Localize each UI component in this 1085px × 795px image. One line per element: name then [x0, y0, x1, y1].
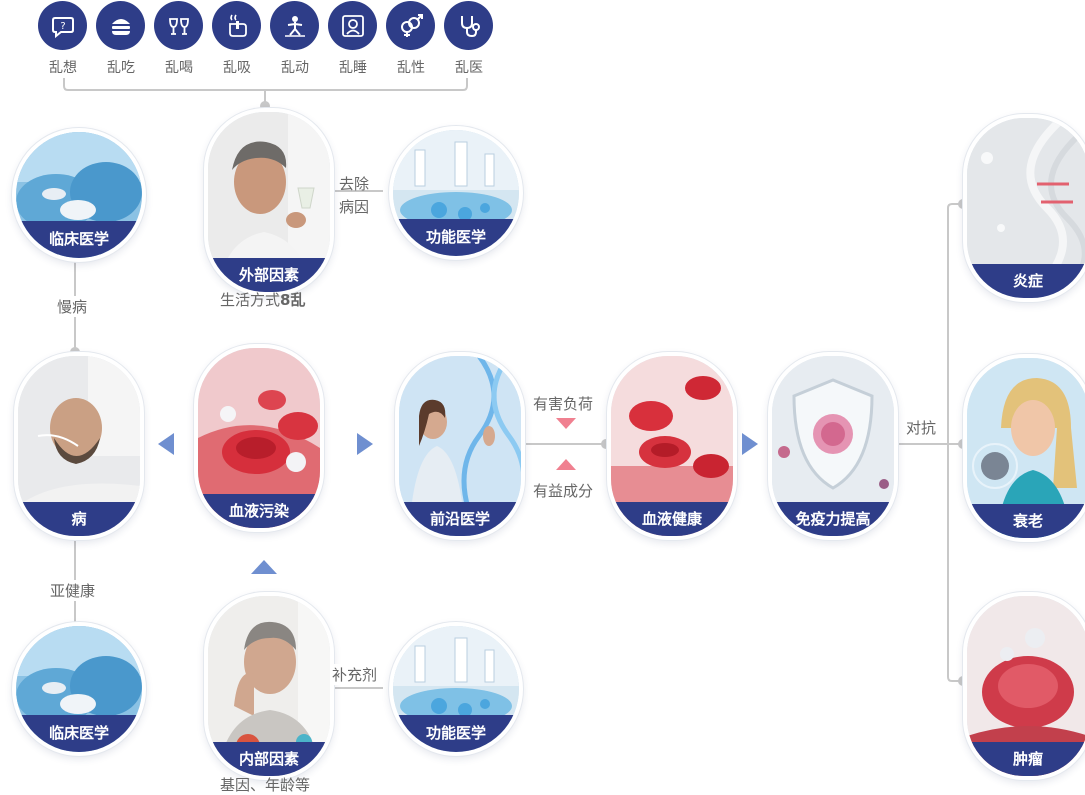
tumor-node: 肿瘤: [963, 592, 1085, 780]
down-arrow-icon: [556, 418, 576, 429]
subhealth-text: 亚健康: [50, 580, 96, 601]
lifestyle-item: 乱睡: [328, 1, 378, 77]
remove-cause-text: 去除病因: [339, 173, 369, 219]
supplement-text: 补充剂: [332, 664, 378, 685]
svg-text:?: ?: [60, 21, 65, 32]
frontier-medicine-node: 前沿医学: [395, 352, 525, 540]
immunity-node: 免疫力提高: [768, 352, 898, 540]
eight-chaos-caption: 8乱: [280, 291, 306, 309]
chronic-disease-text: 慢病: [57, 296, 88, 317]
blood-pollution-node: 血液污染: [194, 344, 324, 532]
blood-health-label: 血液健康: [611, 502, 733, 536]
clinical-medicine-top-node: 临床医学: [12, 128, 146, 262]
internal-factors-node: 内部因素: [204, 592, 334, 780]
lifestyle-label: 乱想: [49, 60, 77, 76]
blood-health-node: 血液健康: [607, 352, 737, 540]
lifestyle-item: 乱性: [386, 1, 436, 77]
lifestyle-item: 乱动: [270, 1, 320, 77]
immunity-label: 免疫力提高: [772, 502, 894, 536]
functional-medicine-bottom-label: 功能医学: [393, 715, 519, 752]
harmful-load-text: 有害负荷: [533, 395, 594, 413]
remove-cause-line-2: 病因: [339, 198, 370, 216]
functional-medicine-top-node: 功能医学: [389, 126, 523, 260]
stethoscope-icon: [444, 1, 493, 50]
lifestyle-item: 乱喝: [154, 1, 204, 77]
wine-glasses-icon: [154, 1, 203, 50]
exercise-icon: [270, 1, 319, 50]
up-arrow-icon: [556, 459, 576, 470]
aging-node: 衰老: [963, 354, 1085, 542]
lifestyle-label: 乱吃: [107, 60, 135, 76]
beneficial-ingredients-text: 有益成分: [533, 482, 594, 500]
lifestyle-label: 乱吸: [223, 60, 251, 76]
functional-medicine-top-label: 功能医学: [393, 219, 519, 256]
thought-bubble-icon: ?: [38, 1, 87, 50]
disease-node: 病: [14, 352, 144, 540]
right-arrow-icon: [742, 433, 758, 455]
lifestyle-item: 乱医: [444, 1, 494, 77]
functional-medicine-bottom-node: 功能医学: [389, 622, 523, 756]
lifestyle-label: 乱喝: [165, 60, 193, 76]
lifestyle-item: 乱吃: [96, 1, 146, 77]
left-arrow-icon: [158, 433, 174, 455]
clinical-medicine-top-label: 临床医学: [16, 221, 142, 258]
disease-label: 病: [18, 502, 140, 536]
smoking-icon: [212, 1, 261, 50]
right-arrow-icon: [357, 433, 373, 455]
gender-icon: [386, 1, 435, 50]
internal-factors-label: 内部因素: [208, 742, 330, 776]
inflammation-label: 炎症: [967, 264, 1085, 298]
internal-factors-caption: 基因、年龄等: [220, 776, 311, 794]
tumor-label: 肿瘤: [967, 742, 1085, 776]
remove-cause-line-1: 去除: [339, 175, 370, 193]
external-factors-label: 外部因素: [208, 258, 330, 292]
lifestyle-label: 乱医: [455, 60, 483, 76]
lifestyle-label: 乱性: [397, 60, 425, 76]
lifestyle-item: 乱吸: [212, 1, 262, 77]
inflammation-node: 炎症: [963, 114, 1085, 302]
lifestyle-label: 乱动: [281, 60, 309, 76]
external-factors-caption: 生活方式8乱: [220, 289, 305, 310]
blood-pollution-label: 血液污染: [198, 494, 320, 528]
burger-icon: [96, 1, 145, 50]
clinical-medicine-bottom-label: 临床医学: [16, 715, 142, 752]
up-arrow-icon: [251, 560, 277, 574]
against-text: 对抗: [906, 419, 937, 437]
frontier-medicine-label: 前沿医学: [399, 502, 521, 536]
aging-label: 衰老: [967, 504, 1085, 538]
external-factors-node: 外部因素: [204, 108, 334, 296]
lifestyle-item: ? 乱想: [38, 1, 88, 77]
lifestyle-label: 乱睡: [339, 60, 367, 76]
lifestyle-caption: 生活方式: [220, 291, 281, 309]
clinical-medicine-bottom-node: 临床医学: [12, 622, 146, 756]
sleep-icon: [328, 1, 377, 50]
shield-cell-image: [772, 356, 894, 536]
